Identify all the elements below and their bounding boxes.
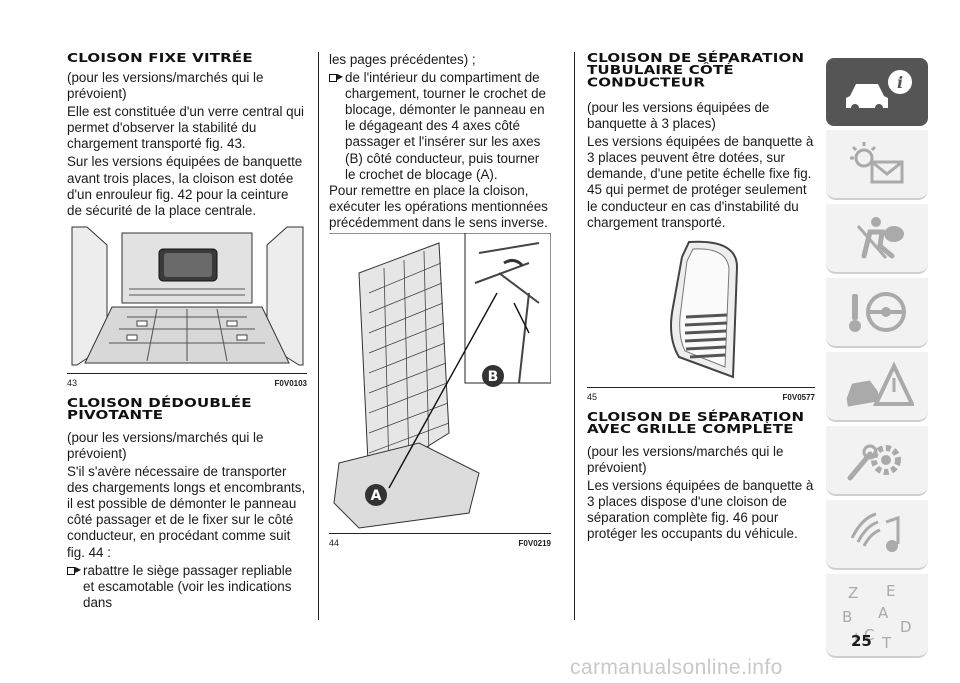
svg-text:i: i	[897, 73, 903, 92]
maintenance-tools-icon	[847, 444, 901, 481]
watermark: carmanualsonline.info	[570, 656, 783, 679]
bullet-text: de l'intérieur du compartiment de charge…	[345, 70, 546, 182]
index-letter: T	[881, 634, 892, 652]
paragraph: les pages précédentes) ;	[329, 52, 476, 67]
index-letter: D	[900, 618, 912, 636]
label-a: A	[371, 488, 382, 504]
figure-number: 43	[67, 377, 78, 388]
index-letter: Z	[848, 584, 858, 602]
section-heading-tubular-partition: CLOISON DE SÉPARATION TUBULAIRE CÔTÉ CON…	[587, 50, 805, 90]
paragraph: Pour remettre en place la cloison, exécu…	[329, 182, 548, 230]
column-3: CLOISON DE SÉPARATION TUBULAIRE CÔTÉ CON…	[587, 52, 815, 544]
figure-caption: 43 F0V0103	[67, 378, 307, 389]
sidebar-tab-index[interactable]: Z E B A C D T I	[826, 574, 928, 658]
sidebar-tab-emergency[interactable]	[826, 352, 928, 422]
bullet-item: ▶ rabattre le siège passager repliable e…	[67, 563, 307, 611]
figure-43	[67, 224, 307, 374]
paragraph: S'il s'avère nécessaire de transporter d…	[67, 464, 306, 560]
column-divider	[318, 52, 319, 620]
paragraph: Les versions équipées de banquette à 3 p…	[587, 477, 814, 542]
alphabetical-index-icon: Z E B A C D T I	[842, 582, 914, 652]
figure-44: A B	[329, 232, 552, 535]
sidebar-tab-maintenance[interactable]	[826, 426, 928, 496]
figure-caption: 45 F0V0577	[587, 392, 815, 403]
paragraph: (pour les versions/marchés qui le prévoi…	[67, 70, 264, 102]
airbag-seat-icon	[856, 217, 904, 259]
section-heading-pivoting-partition: CLOISON DÉDOUBLÉE PIVOTANTE	[67, 395, 252, 423]
car-info-icon: i	[846, 70, 912, 112]
svg-text:Z E B: Z E B A C D T I	[842, 582, 914, 652]
section-heading-grille-partition: CLOISON DE SÉPARATION AVEC GRILLE COMPLÈ…	[587, 409, 805, 437]
chapter-sidebar: i	[826, 58, 928, 662]
emergency-triangle-icon	[846, 361, 914, 407]
sidebar-tab-airbag-seat[interactable]	[826, 204, 928, 274]
paragraph: Elle est constituée d'un verre central q…	[67, 104, 305, 152]
bullet-text: rabattre le siège passager repliable et …	[83, 562, 293, 610]
paragraph: (pour les versions/marchés qui le prévoi…	[67, 429, 264, 461]
tubular-ladder-illustration	[670, 240, 739, 379]
steering-key-icon	[849, 292, 906, 332]
sidebar-tab-multimedia[interactable]	[826, 500, 928, 570]
column-1: CLOISON FIXE VITRÉE (pour les versions/m…	[67, 52, 307, 611]
page-number: 25	[851, 632, 872, 650]
figure-code: F0V0103	[274, 378, 307, 388]
figure-number: 44	[329, 538, 340, 549]
figure-code: F0V0219	[518, 539, 551, 549]
paragraph: Sur les versions équipées de banquette a…	[67, 154, 303, 218]
figure-number: 45	[587, 391, 598, 402]
multimedia-icon	[850, 512, 900, 552]
sidebar-tab-warning-lights[interactable]	[826, 130, 928, 200]
index-letter: B	[842, 608, 852, 626]
step-arrow-icon: ▶	[67, 565, 81, 575]
section-heading-fixed-partition: CLOISON FIXE VITRÉE	[67, 50, 253, 66]
index-letter: E	[886, 582, 895, 600]
column-divider	[574, 52, 575, 620]
cargo-partition-illustration	[67, 224, 307, 373]
sidebar-tab-steering-key[interactable]	[826, 278, 928, 348]
label-b: B	[488, 369, 499, 385]
paragraph: Les versions équipées de banquette à 3 p…	[587, 134, 814, 230]
step-arrow-icon: ▶	[329, 73, 343, 83]
sidebar-tab-car-info[interactable]: i	[826, 58, 928, 126]
paragraph: (pour les versions/marchés qui le prévoi…	[587, 443, 784, 475]
figure-code: F0V0577	[782, 392, 815, 402]
index-letter: C	[864, 626, 874, 644]
warning-lights-icon	[850, 142, 904, 184]
index-letter: A	[878, 604, 889, 622]
column-2: les pages précédentes) ; ▶ de l'intérieu…	[329, 52, 552, 557]
pivoting-partition-illustration: A B	[329, 232, 552, 529]
figure-45	[587, 236, 815, 388]
index-letter: I	[854, 630, 858, 648]
paragraph: (pour les versions équipées de banquette…	[587, 100, 770, 132]
bullet-item: ▶ de l'intérieur du compartiment de char…	[329, 70, 551, 183]
figure-caption: 44 F0V0219	[329, 538, 551, 549]
